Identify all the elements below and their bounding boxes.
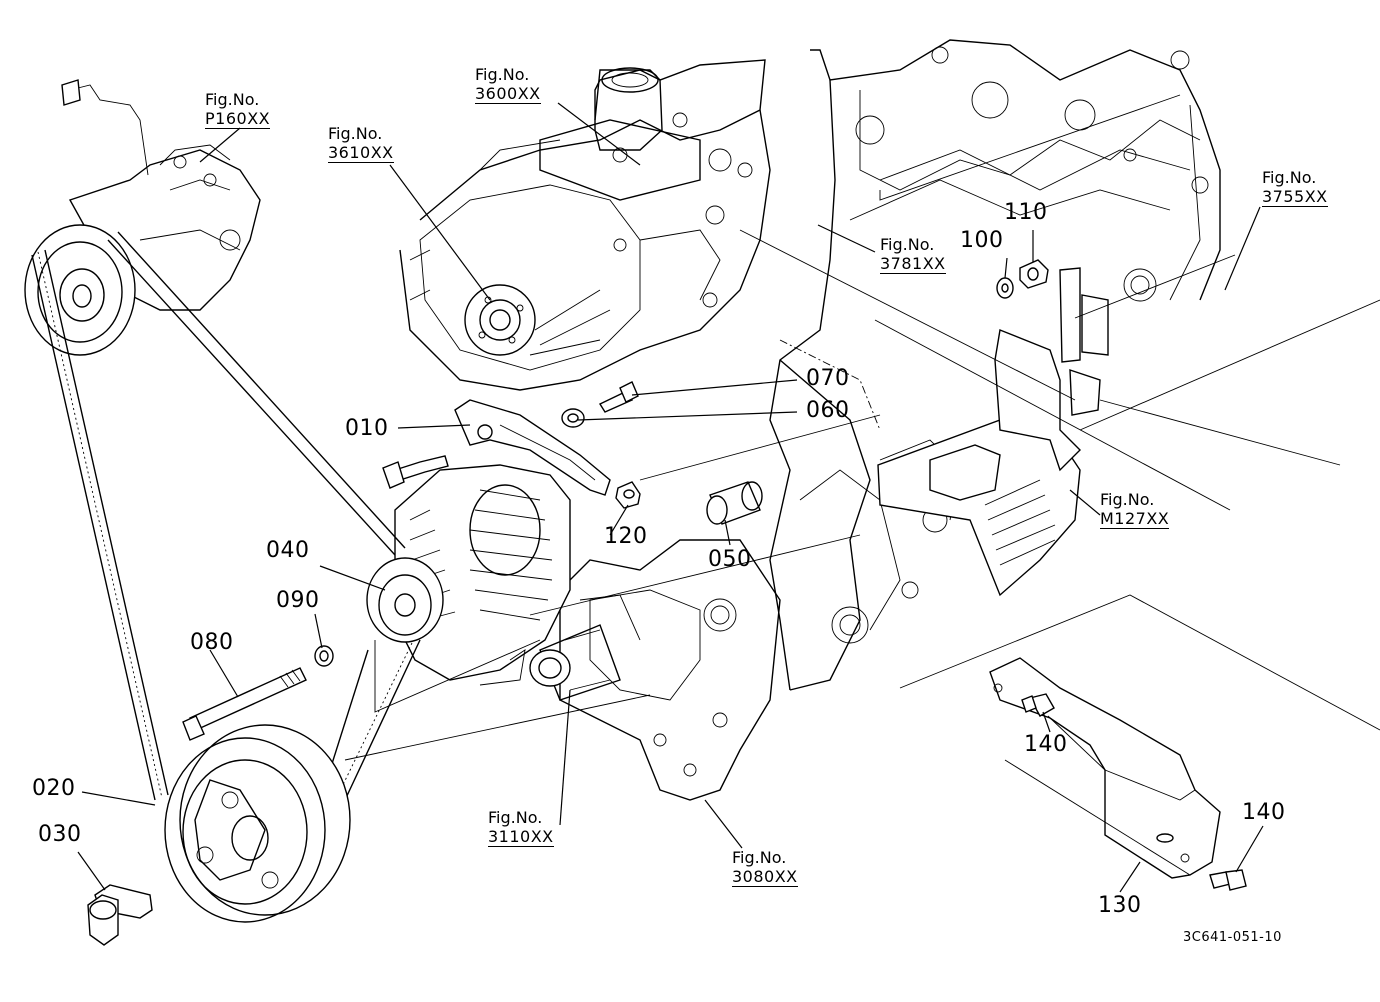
fig-ref-3080: Fig.No. 3080XX [732, 848, 798, 887]
v-belt [31, 231, 421, 801]
fig-ref-prefix: Fig.No. [880, 235, 935, 254]
nut-110 [1019, 259, 1049, 289]
fig-ref-number: 3610XX [328, 143, 394, 163]
gear-case-housing [529, 539, 781, 801]
part-number-110: 110 [1004, 200, 1048, 225]
part-number-140-b: 140 [1242, 800, 1286, 825]
fig-ref-number: P160XX [205, 109, 271, 129]
assembly-guide-lines [344, 229, 1380, 876]
fig-ref-number: 3080XX [732, 867, 798, 887]
fig-ref-prefix: Fig.No. [488, 808, 543, 827]
part-number-140-a: 140 [1024, 732, 1068, 757]
fig-ref-number: 3110XX [488, 827, 554, 847]
part-number-120: 120 [604, 524, 648, 549]
fig-ref-number: 3600XX [475, 84, 541, 104]
part-number-070: 070 [806, 366, 850, 391]
part-number-090: 090 [276, 588, 320, 613]
washer-100 [996, 277, 1014, 299]
bolt-080 [182, 667, 307, 741]
fig-ref-number: 3755XX [1262, 187, 1328, 207]
part-number-080: 080 [190, 630, 234, 655]
tension-bracket [382, 381, 763, 525]
fig-ref-number: M127XX [1100, 509, 1170, 529]
fig-ref-prefix: Fig.No. [732, 848, 787, 867]
fig-ref-p160: Fig.No. P160XX [205, 90, 271, 129]
belt-cover-130 [989, 657, 1221, 879]
fig-ref-3755: Fig.No. 3755XX [1262, 168, 1328, 207]
washer-090 [314, 645, 334, 667]
alternator [394, 464, 571, 686]
alternator-pulley [366, 557, 444, 643]
part-number-060: 060 [806, 398, 850, 423]
part-number-040: 040 [266, 538, 310, 563]
bolt-140-a [1021, 693, 1055, 717]
part-number-100: 100 [960, 228, 1004, 253]
fig-ref-prefix: Fig.No. [1262, 168, 1317, 187]
bolt-140-b [1209, 869, 1247, 891]
fig-ref-prefix: Fig.No. [205, 90, 260, 109]
engine-block [769, 39, 1221, 691]
fig-ref-3781: Fig.No. 3781XX [880, 235, 946, 274]
part-number-020: 020 [32, 776, 76, 801]
part-number-010: 010 [345, 416, 389, 441]
fig-ref-prefix: Fig.No. [1100, 490, 1155, 509]
fig-ref-number: 3781XX [880, 254, 946, 274]
fig-ref-3610: Fig.No. 3610XX [328, 124, 394, 163]
fig-ref-prefix: Fig.No. [328, 124, 383, 143]
leader-lines [77, 102, 1264, 893]
crank-pulley [164, 724, 351, 923]
part-number-130: 130 [1098, 893, 1142, 918]
fig-ref-3110: Fig.No. 3110XX [488, 808, 554, 847]
bracket-m127 [877, 267, 1109, 597]
fig-ref-m127: Fig.No. M127XX [1100, 490, 1170, 529]
crank-bolt [87, 884, 153, 946]
water-pump-housing [399, 59, 771, 391]
fig-ref-3600: Fig.No. 3600XX [475, 65, 541, 104]
part-number-030: 030 [38, 822, 82, 847]
compressor-pulley [24, 224, 136, 356]
drawing-code: 3C641-051-10 [1183, 930, 1282, 945]
part-number-050: 050 [708, 547, 752, 572]
fig-ref-prefix: Fig.No. [475, 65, 530, 84]
